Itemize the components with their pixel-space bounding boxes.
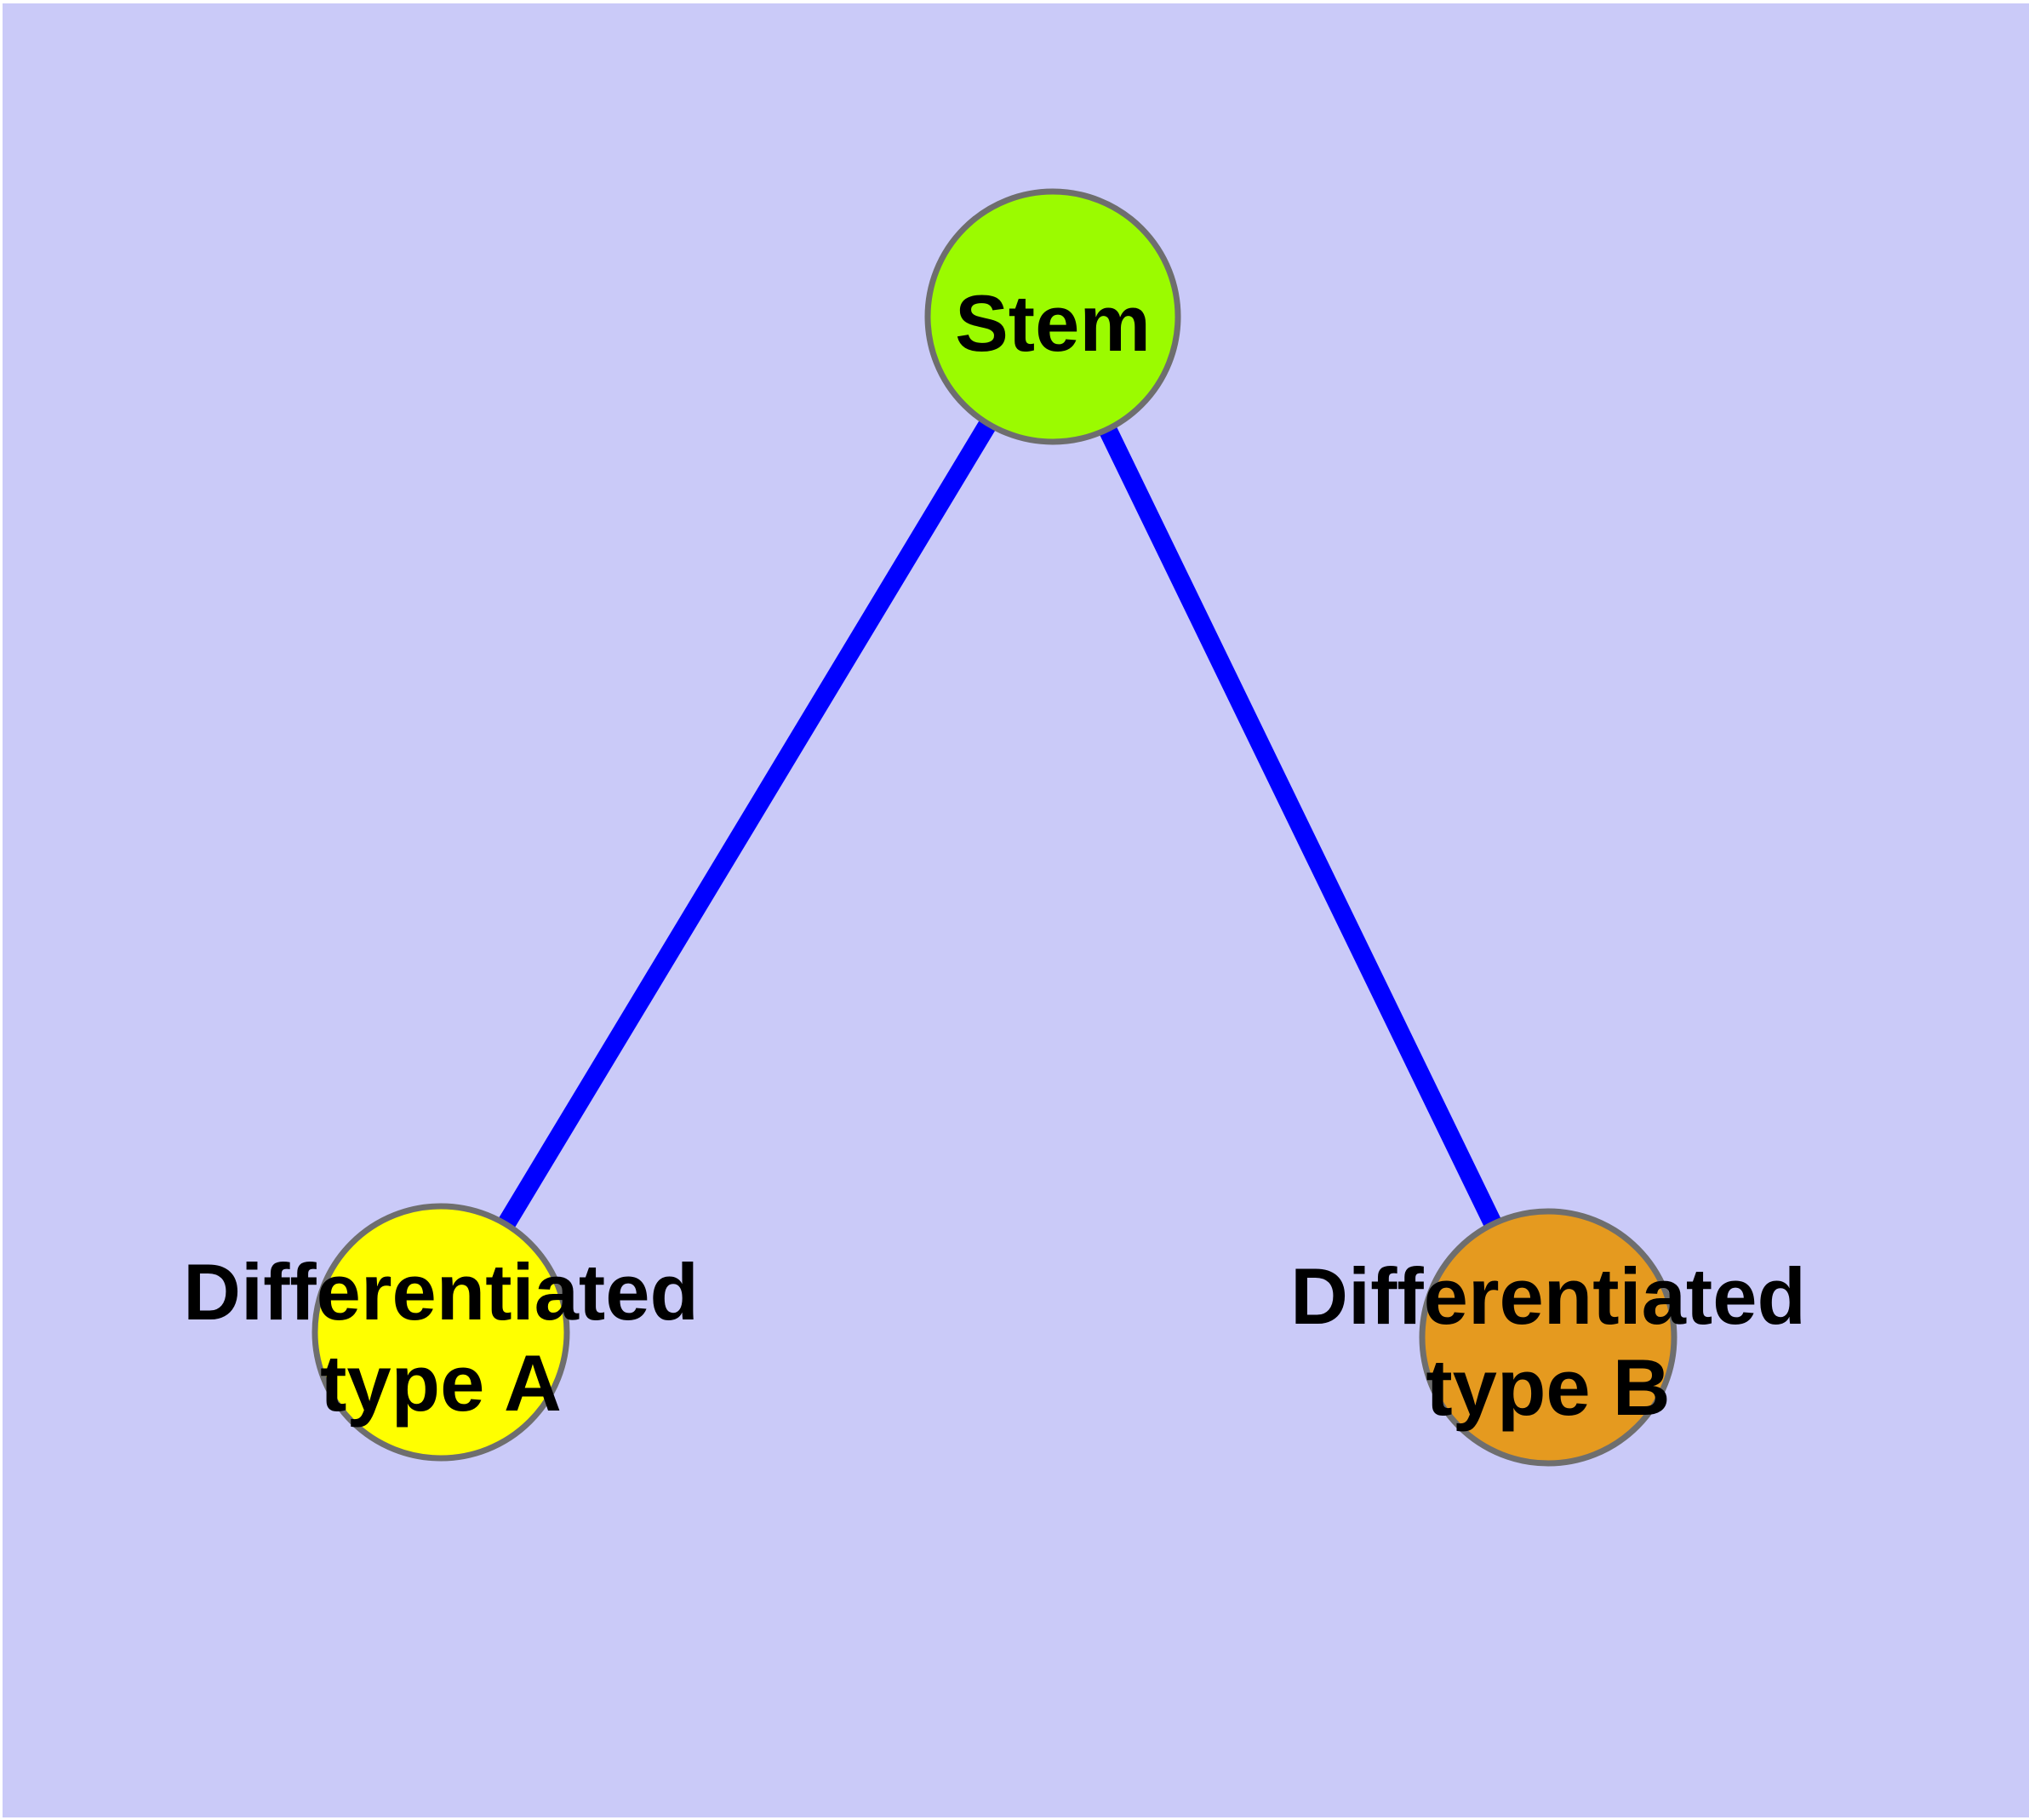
type-a-label-line2: type A — [320, 1338, 562, 1428]
stem-label: Stem — [955, 278, 1151, 368]
node-differentiated-type-b — [1419, 1208, 1677, 1467]
node-differentiated-type-a — [311, 1203, 570, 1462]
node-stem — [924, 188, 1181, 445]
edge-stem-to-type-a — [432, 312, 1061, 1337]
type-b-label-line1: Differentiated — [1290, 1251, 1806, 1341]
type-b-label-line2: type B — [1426, 1342, 1670, 1432]
type-a-label-line1: Differentiated — [183, 1247, 699, 1336]
edge-stem-to-type-b — [1044, 312, 1557, 1342]
